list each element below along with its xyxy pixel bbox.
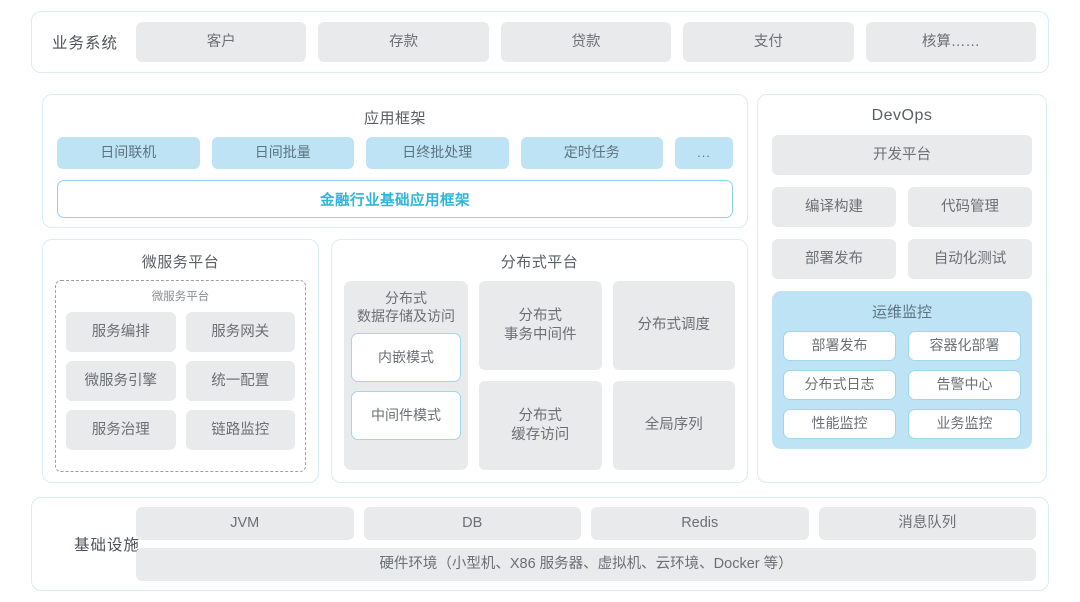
ops-monitor-title: 运维监控 <box>871 304 932 321</box>
ops-chip-business-monitor[interactable]: 业务监控 <box>908 409 1021 439</box>
devops-panel: DevOps 开发平台 编译构建 代码管理 部署发布 自动化测试 运维监控 部署… <box>757 94 1047 483</box>
distributed-chip-scheduling[interactable]: 分布式调度 <box>612 281 735 370</box>
distributed-chip-global-sequence[interactable]: 全局序列 <box>612 381 735 470</box>
finance-base-framework-bar[interactable]: 金融行业基础应用框架 <box>57 180 733 218</box>
microservice-row-1: 服务编排 服务网关 <box>66 312 295 352</box>
distributed-chip-cache-access[interactable]: 分布式 缓存访问 <box>479 381 602 470</box>
framework-chip-more[interactable]: ... <box>675 137 733 169</box>
microservice-chip-engine[interactable]: 微服务引擎 <box>66 361 176 401</box>
microservice-row-2: 微服务引擎 统一配置 <box>66 361 295 401</box>
ops-monitor-row-2: 分布式日志 告警中心 <box>783 370 1021 400</box>
devops-chip-compile-build[interactable]: 编译构建 <box>772 187 896 227</box>
framework-chip-daytime-online[interactable]: 日间联机 <box>57 137 200 169</box>
infra-chip-db[interactable]: DB <box>363 507 581 540</box>
distributed-storage-title: 分布式 数据存储及访问 <box>357 290 455 325</box>
storage-chip-middleware-mode[interactable]: 中间件模式 <box>351 391 461 441</box>
devops-chip-dev-platform[interactable]: 开发平台 <box>772 135 1032 175</box>
infra-chip-redis[interactable]: Redis <box>591 507 809 540</box>
ops-chip-deploy-release[interactable]: 部署发布 <box>783 331 896 361</box>
business-chip-payment[interactable]: 支付 <box>683 22 854 62</box>
framework-chip-scheduled-task[interactable]: 定时任务 <box>520 137 663 169</box>
distributed-storage-group: 分布式 数据存储及访问 内嵌模式 中间件模式 <box>344 281 468 470</box>
microservice-platform-panel: 微服务平台 微服务平台 服务编排 服务网关 微服务引擎 统一配置 服务治理 链路… <box>42 239 319 483</box>
devops-title: DevOps <box>871 107 933 124</box>
ops-chip-distributed-log[interactable]: 分布式日志 <box>783 370 896 400</box>
microservice-platform-title: 微服务平台 <box>141 254 220 271</box>
distributed-chip-transaction-middleware[interactable]: 分布式 事务中间件 <box>479 281 602 370</box>
infrastructure-body: JVM DB Redis 消息队列 硬件环境（小型机、X86 服务器、虚拟机、云… <box>136 507 1036 581</box>
business-system-chip-list: 客户 存款 贷款 支付 核算…… <box>136 22 1037 62</box>
distributed-column-3: 分布式调度 全局序列 <box>612 281 735 470</box>
business-system-label: 业务系统 <box>52 35 119 52</box>
devops-chip-code-management[interactable]: 代码管理 <box>908 187 1032 227</box>
ops-chip-performance-monitor[interactable]: 性能监控 <box>783 409 896 439</box>
business-chip-deposit[interactable]: 存款 <box>318 22 489 62</box>
devops-chip-automated-test[interactable]: 自动化测试 <box>908 239 1032 279</box>
distributed-platform-title: 分布式平台 <box>500 254 579 271</box>
ops-monitor-row-3: 性能监控 业务监控 <box>783 409 1021 439</box>
infra-chip-message-queue[interactable]: 消息队列 <box>818 507 1036 540</box>
infra-chip-hardware-environment[interactable]: 硬件环境（小型机、X86 服务器、虚拟机、云环境、Docker 等） <box>136 548 1036 581</box>
microservice-chip-service-orchestration[interactable]: 服务编排 <box>66 312 176 352</box>
business-chip-customer[interactable]: 客户 <box>136 22 307 62</box>
infrastructure-panel: 基础设施 JVM DB Redis 消息队列 硬件环境（小型机、X86 服务器、… <box>31 497 1049 591</box>
application-framework-chip-list: 日间联机 日间批量 日终批处理 定时任务 ... <box>57 137 733 169</box>
distributed-platform-panel: 分布式平台 分布式 数据存储及访问 内嵌模式 中间件模式 分布式 事务中间件 分… <box>331 239 748 483</box>
microservice-row-3: 服务治理 链路监控 <box>66 410 295 450</box>
devops-row-2: 部署发布 自动化测试 <box>772 239 1032 279</box>
application-framework-title: 应用框架 <box>363 110 426 127</box>
devops-row-1: 编译构建 代码管理 <box>772 187 1032 227</box>
ops-chip-containerized-deploy[interactable]: 容器化部署 <box>908 331 1021 361</box>
infrastructure-chip-list: JVM DB Redis 消息队列 <box>136 507 1036 540</box>
business-chip-loan[interactable]: 贷款 <box>500 22 672 62</box>
business-system-panel: 业务系统 客户 存款 贷款 支付 核算…… <box>31 11 1049 73</box>
ops-monitor-row-1: 部署发布 容器化部署 <box>783 331 1021 361</box>
microservice-dashed-group: 微服务平台 服务编排 服务网关 微服务引擎 统一配置 服务治理 链路监控 <box>55 280 306 472</box>
framework-chip-eod-batch[interactable]: 日终批处理 <box>366 137 509 169</box>
infra-chip-jvm[interactable]: JVM <box>136 507 354 540</box>
microservice-chip-service-governance[interactable]: 服务治理 <box>66 410 176 450</box>
application-framework-panel: 应用框架 日间联机 日间批量 日终批处理 定时任务 ... 金融行业基础应用框架 <box>42 94 748 228</box>
ops-monitor-group: 运维监控 部署发布 容器化部署 分布式日志 告警中心 性能监控 业务监控 <box>772 291 1032 449</box>
microservice-chip-service-gateway[interactable]: 服务网关 <box>185 312 295 352</box>
microservice-chip-trace-monitor[interactable]: 链路监控 <box>185 410 295 450</box>
ops-chip-alert-center[interactable]: 告警中心 <box>908 370 1021 400</box>
infrastructure-label: 基础设施 <box>74 537 141 554</box>
distributed-column-2: 分布式 事务中间件 分布式 缓存访问 <box>479 281 602 470</box>
storage-chip-embedded-mode[interactable]: 内嵌模式 <box>351 333 461 383</box>
microservice-chip-unified-config[interactable]: 统一配置 <box>185 361 295 401</box>
distributed-columns: 分布式 数据存储及访问 内嵌模式 中间件模式 分布式 事务中间件 分布式 缓存访… <box>344 281 735 470</box>
devops-chip-deploy-release[interactable]: 部署发布 <box>772 239 896 279</box>
business-chip-accounting[interactable]: 核算…… <box>865 22 1037 62</box>
microservice-inner-label: 微服务平台 <box>151 291 210 303</box>
framework-chip-daytime-batch[interactable]: 日间批量 <box>211 137 354 169</box>
